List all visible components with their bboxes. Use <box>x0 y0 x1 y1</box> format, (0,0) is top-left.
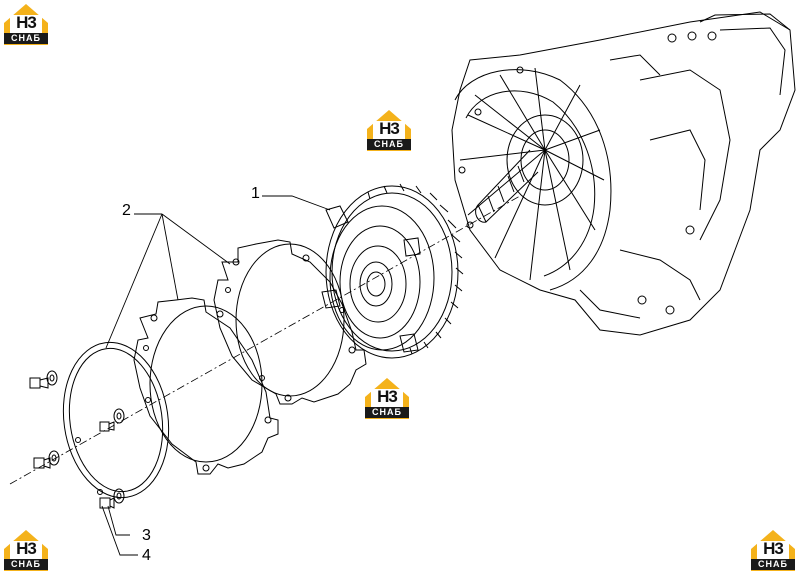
outer-ring-plate <box>62 341 170 499</box>
callout-part-1: 1 <box>251 185 260 202</box>
watermark-bottom-text: СНАБ <box>4 559 48 570</box>
bolt <box>33 450 60 469</box>
transmission-housing <box>451 11 796 336</box>
watermark-logo: Н3 СНАБ <box>748 527 798 573</box>
watermark-bottom-text: СНАБ <box>367 139 411 150</box>
flex-plate-front <box>133 297 279 475</box>
bolt-washer-set <box>29 370 125 509</box>
bolt <box>99 408 125 432</box>
watermark-bottom-text: СНАБ <box>4 33 48 44</box>
watermark-logo: Н3 СНАБ <box>364 107 414 153</box>
watermark-logo: Н3 СНАБ <box>362 375 412 421</box>
callout-part-3: 3 <box>142 527 151 544</box>
bolt <box>99 488 125 509</box>
watermark-top-text: Н3 <box>379 119 400 138</box>
watermark-top-text: Н3 <box>16 539 37 558</box>
watermark-top-text: Н3 <box>763 539 784 558</box>
leader-lines <box>101 195 331 556</box>
center-axis-line <box>9 195 521 485</box>
watermark-top-text: Н3 <box>377 387 398 406</box>
watermark-bottom-text: СНАБ <box>365 407 409 418</box>
callout-part-2: 2 <box>122 202 131 219</box>
watermark-top-text: Н3 <box>16 13 37 32</box>
watermark-bottom-text: СНАБ <box>751 559 795 570</box>
flex-plate-rear <box>213 239 367 405</box>
watermark-logo: Н3 СНАБ <box>1 1 51 47</box>
bolt <box>29 370 58 389</box>
watermark-logo: Н3 СНАБ <box>1 527 51 573</box>
callout-part-4: 4 <box>142 547 151 564</box>
torque-converter <box>321 183 464 359</box>
